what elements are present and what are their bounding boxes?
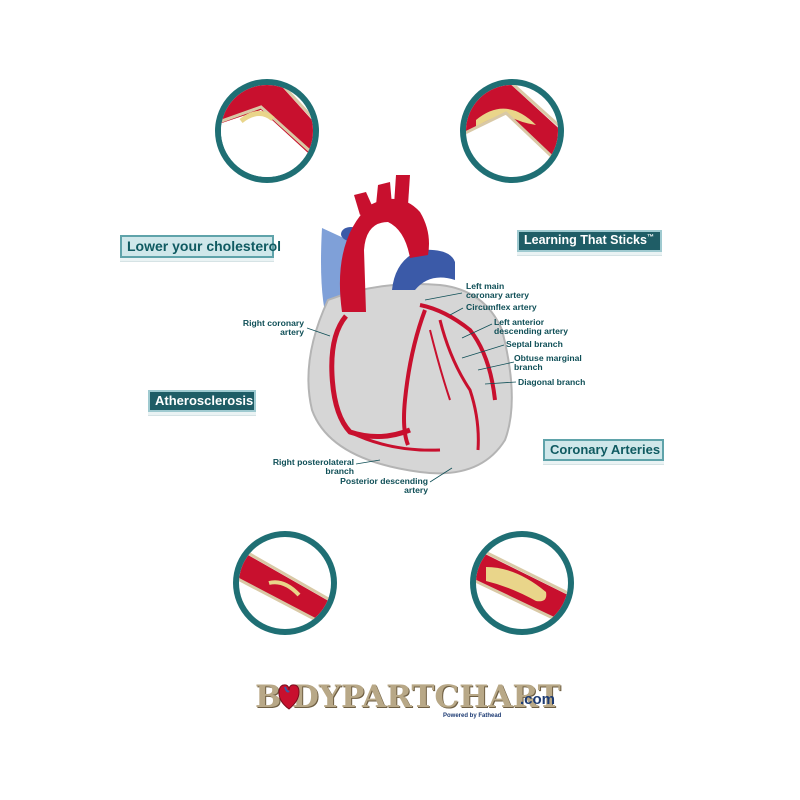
banner-strip: [148, 412, 256, 417]
label-line: Circumflex artery: [466, 302, 537, 312]
label-circumflex-artery: Circumflex artery: [466, 303, 537, 312]
heart-icon: [278, 684, 300, 710]
banner-text: Learning That Sticks: [524, 233, 647, 248]
logo-dotcom: .com: [520, 691, 556, 708]
inset-50-blockage: 50% blockage: [215, 79, 319, 183]
banner-atherosclerosis: Atherosclerosis: [148, 390, 256, 417]
label-right-coronary-artery: Right coronary artery: [240, 319, 304, 337]
label-line: coronary artery: [466, 290, 530, 300]
label-line: Left anterior: [494, 317, 545, 327]
label-line: Posterior descending: [340, 476, 428, 486]
banner-strip: [120, 258, 274, 263]
label-line: Septal branch: [506, 339, 563, 349]
label-line: Obtuse marginal: [514, 353, 582, 363]
inset-30-blockage: 30% blockage: [233, 531, 337, 635]
label-posterior-descending-artery: Posterior descending artery: [334, 477, 428, 495]
label-line: branch: [325, 466, 354, 476]
banner-lower-cholesterol: Lower your cholesterol: [120, 235, 281, 263]
bodypartchart-logo: B DYPARTCHART .com Powered by Fathead: [255, 665, 565, 725]
label-line: Diagonal branch: [518, 377, 586, 387]
logo-powered-by: Powered by Fathead: [443, 713, 502, 719]
logo-wordmark: B DYPARTCHART: [255, 679, 561, 715]
inset-99-blockage: 99% blockage: [460, 79, 564, 183]
banner-text-wrap: Learning That Sticks™: [517, 230, 662, 252]
inset-caption: 99% blockage: [492, 168, 532, 174]
label-right-posterolateral-branch: Right posterolateral branch: [262, 458, 354, 476]
artery-cross-section-illustration: [239, 537, 331, 629]
inset-90-blockage: 90% blockage: [470, 531, 574, 635]
label-line: Left main: [466, 281, 505, 291]
inset-caption: 50% blockage: [247, 168, 287, 174]
label-septal-branch: Septal branch: [506, 340, 563, 349]
label-line: Right coronary: [242, 318, 304, 328]
trademark-symbol: ™: [646, 234, 654, 241]
banner-coronary-arteries: Coronary Arteries: [543, 439, 664, 466]
label-line: descending artery: [494, 326, 569, 336]
artery-cross-section-illustration: [476, 537, 568, 629]
label-line: Right posterolateral: [272, 457, 354, 467]
banner-strip: [517, 251, 662, 256]
label-line: artery: [404, 485, 428, 495]
banner-text: Atherosclerosis: [148, 390, 256, 413]
banner-text: Lower your cholesterol: [120, 235, 281, 259]
artery-cross-section-illustration: [221, 85, 313, 177]
label-left-anterior-descending: Left anterior descending artery: [494, 318, 568, 336]
label-diagonal-branch: Diagonal branch: [518, 378, 585, 387]
label-line: artery: [280, 327, 304, 337]
banner-learning-that-sticks: Learning That Sticks™: [517, 230, 662, 256]
label-left-main-coronary: Left main coronary artery: [466, 282, 529, 300]
banner-text: Coronary Arteries: [543, 439, 664, 462]
artery-cross-section-illustration: [466, 85, 558, 177]
inset-caption: 30% blockage: [265, 620, 305, 626]
inset-caption: 90% blockage: [502, 620, 542, 626]
banner-strip: [543, 461, 664, 466]
label-obtuse-marginal-branch: Obtuse marginal branch: [514, 354, 582, 372]
label-line: branch: [514, 362, 543, 372]
